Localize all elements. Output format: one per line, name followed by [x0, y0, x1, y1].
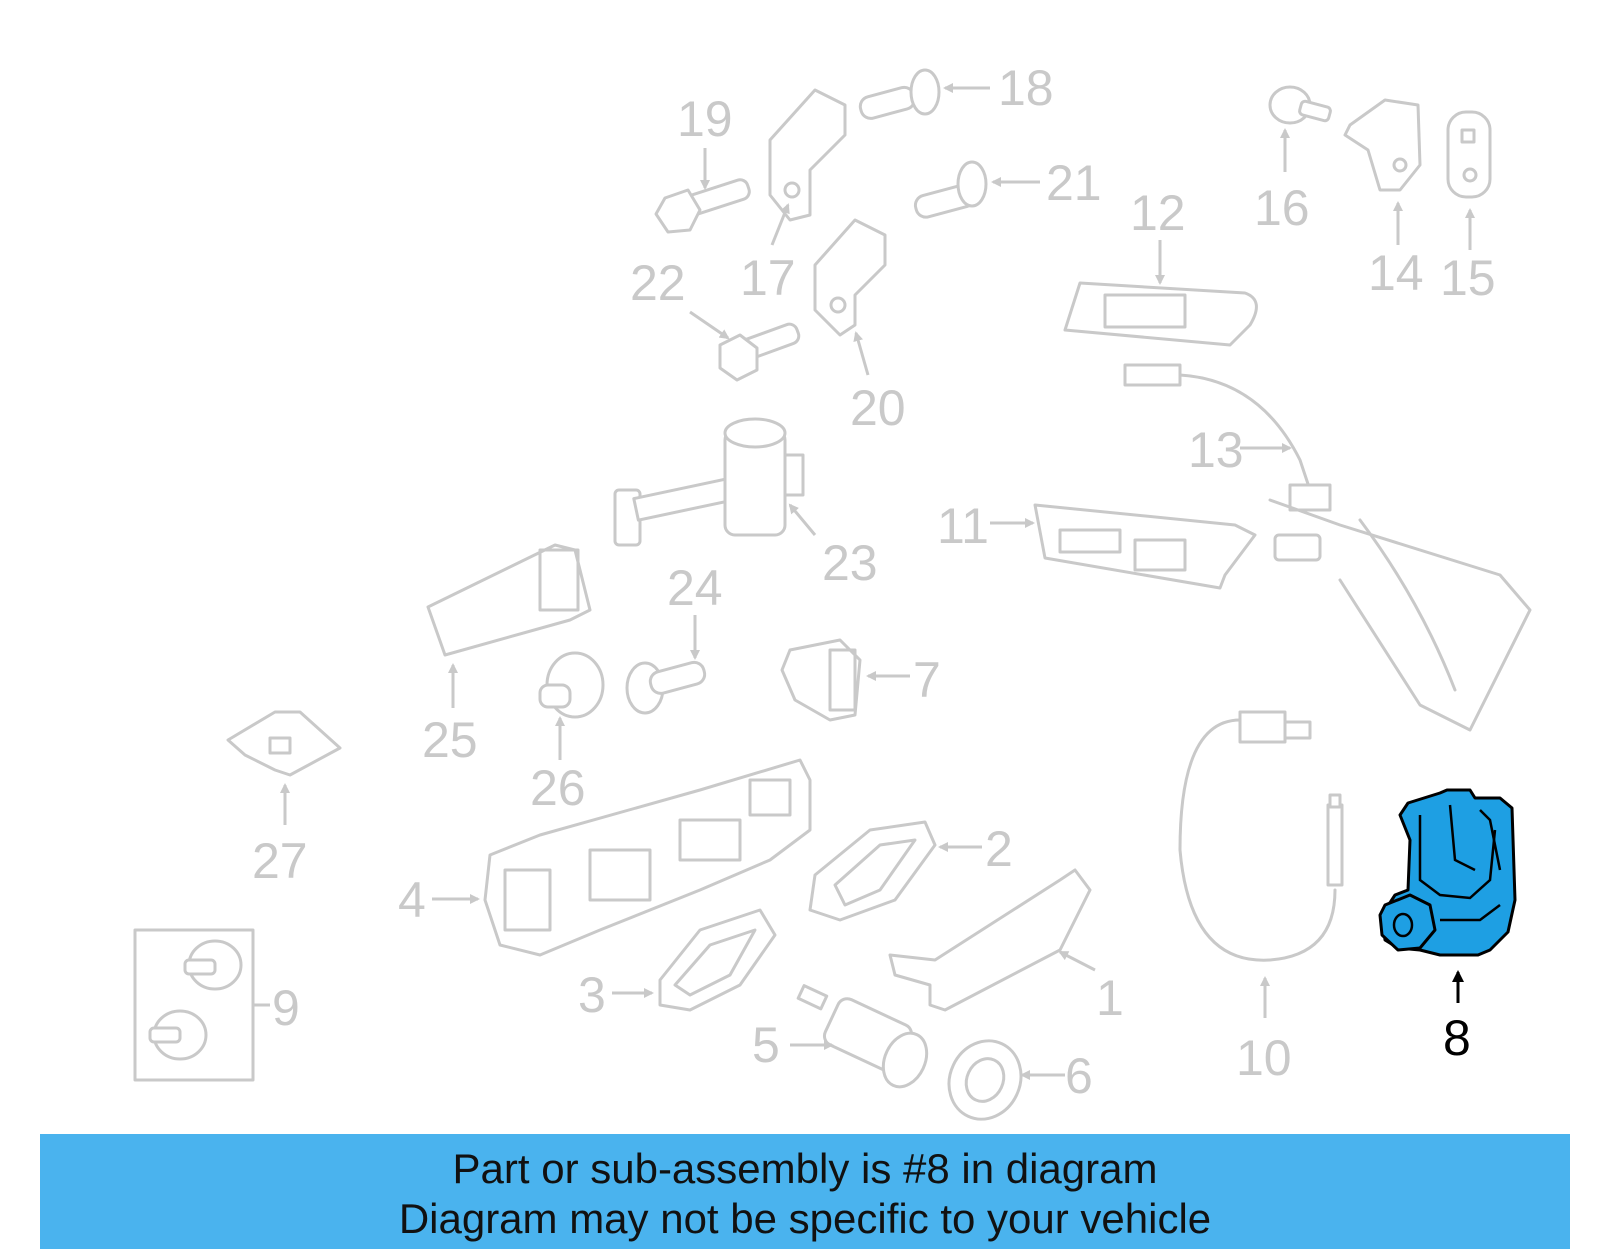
callout-19: 19: [677, 91, 733, 147]
banner-line-part: Part or sub-assembly is #8 in diagram: [452, 1145, 1158, 1192]
callout-23: 23: [822, 535, 878, 591]
part-24-pin[interactable]: [625, 660, 707, 715]
part-9-screw-kit[interactable]: [133, 928, 255, 1082]
part-20-hinge[interactable]: [813, 218, 887, 337]
callout-15: 15: [1440, 250, 1496, 306]
callout-12: 12: [1130, 185, 1186, 241]
part-25-handle-cap[interactable]: [426, 543, 592, 657]
part-11-inner-handle[interactable]: [1033, 503, 1257, 590]
part-19-bolt[interactable]: [654, 178, 751, 234]
callout-20: 20: [850, 380, 906, 436]
part-27-bracket[interactable]: [226, 710, 342, 777]
part-5-lock-cylinder[interactable]: [796, 984, 935, 1094]
callout-27: 27: [252, 833, 308, 889]
callout-7: 7: [913, 652, 941, 708]
parts-diagram: 18 19 17 21 22 20 23: [133, 60, 1532, 1130]
callout-14: 14: [1368, 245, 1424, 301]
part-21-bolt[interactable]: [913, 160, 988, 219]
part-16-screw[interactable]: [1268, 85, 1332, 125]
callout-25: 25: [422, 712, 478, 768]
callout-6: 6: [1065, 1048, 1093, 1104]
banner-line-disclaimer: Diagram may not be specific to your vehi…: [398, 1195, 1212, 1242]
callout-5: 5: [752, 1017, 780, 1073]
callout-16: 16: [1254, 180, 1310, 236]
part-17-hinge[interactable]: [768, 88, 847, 222]
part-18-bolt[interactable]: [858, 68, 941, 121]
part-4-handle-carrier[interactable]: [483, 758, 812, 957]
callout-24: 24: [667, 560, 723, 616]
callout-10: 10: [1236, 1030, 1292, 1086]
part-14-striker[interactable]: [1343, 98, 1422, 192]
part-23-door-check[interactable]: [613, 417, 805, 547]
callout-22: 22: [630, 255, 686, 311]
callout-9: 9: [272, 980, 300, 1036]
callout-26: 26: [530, 760, 586, 816]
part-13-cable[interactable]: [1123, 363, 1332, 512]
part-26-grommet[interactable]: [538, 651, 605, 719]
callout-1: 1: [1096, 970, 1124, 1026]
part-3-gasket[interactable]: [658, 908, 777, 1012]
callout-13: 13: [1188, 422, 1244, 478]
cable-bracket: [1268, 498, 1532, 732]
callout-3: 3: [578, 967, 606, 1023]
callout-8: 8: [1443, 1010, 1471, 1066]
part-7-cap[interactable]: [780, 638, 862, 722]
part-22-bolt[interactable]: [718, 322, 801, 382]
part-6-bezel-ring[interactable]: [936, 1029, 1033, 1130]
callout-21: 21: [1046, 155, 1102, 211]
part-15-pad[interactable]: [1446, 110, 1492, 199]
part-12-handle-bezel[interactable]: [1063, 281, 1258, 347]
part-2-gasket[interactable]: [808, 820, 937, 922]
callout-4: 4: [398, 872, 426, 928]
part-10-release-cable[interactable]: [1178, 710, 1344, 962]
callout-11: 11: [937, 498, 989, 554]
info-banner: Part or sub-assembly is #8 in diagram Di…: [40, 1134, 1570, 1249]
part-8-door-latch[interactable]: [1378, 788, 1517, 957]
callout-2: 2: [985, 821, 1013, 877]
part-1-outer-handle[interactable]: [888, 868, 1092, 1012]
callout-18: 18: [998, 60, 1054, 116]
callout-17: 17: [740, 250, 796, 306]
